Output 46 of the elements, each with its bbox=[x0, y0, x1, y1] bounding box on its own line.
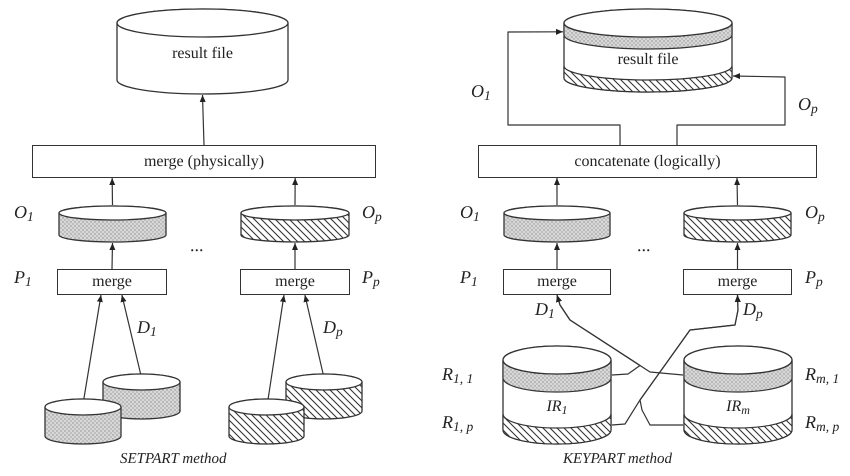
process-box bbox=[32, 145, 376, 178]
edge-label: D$_{1}$ bbox=[136, 318, 158, 336]
side-label: R$_{1, 1}$ bbox=[442, 365, 474, 383]
arrow bbox=[109, 178, 116, 205]
cylinder-label: result file bbox=[616, 52, 680, 68]
arrow bbox=[554, 243, 560, 269]
arrow bbox=[200, 94, 206, 146]
arrow bbox=[292, 178, 298, 205]
arrow bbox=[639, 294, 741, 426]
side-label: O$_{1}$ bbox=[14, 203, 34, 221]
cylinder-label: IR$_{1}$ bbox=[545, 399, 569, 415]
side-label: P$_{1}$ bbox=[14, 268, 32, 286]
box-label: merge (physically) bbox=[144, 154, 264, 170]
arrow bbox=[734, 178, 740, 206]
ellipsis-label: ... bbox=[190, 236, 204, 254]
arrow bbox=[507, 28, 621, 145]
figure-caption: KEYPART method bbox=[563, 452, 672, 467]
box-label: merge bbox=[275, 274, 315, 290]
arrow bbox=[109, 242, 116, 270]
box-label: merge bbox=[537, 274, 577, 290]
arrow bbox=[267, 294, 286, 400]
box-label: merge bbox=[92, 274, 132, 290]
arrow bbox=[554, 178, 560, 205]
process-box bbox=[57, 269, 167, 295]
process-box bbox=[240, 269, 350, 295]
process-box bbox=[503, 269, 611, 295]
side-label: P$_{1}$ bbox=[460, 268, 478, 286]
box-label: merge bbox=[718, 274, 758, 290]
arrow bbox=[83, 294, 103, 400]
ellipsis-label: ... bbox=[637, 236, 650, 254]
side-label: O$_{1}$ bbox=[460, 203, 480, 221]
box-label: concatenate (logically) bbox=[574, 154, 721, 170]
edge-label: D$_{1}$ bbox=[534, 300, 556, 318]
arrow bbox=[734, 243, 740, 269]
process-box bbox=[478, 145, 817, 178]
process-box bbox=[683, 269, 792, 295]
side-label: R$_{m, 1}$ bbox=[805, 365, 840, 383]
edge-label: O$_{1}$ bbox=[470, 82, 492, 100]
arrow bbox=[292, 243, 298, 269]
arrow bbox=[304, 294, 324, 375]
arrow bbox=[120, 294, 142, 375]
arrow bbox=[676, 73, 786, 145]
arrow bbox=[556, 294, 684, 376]
figure-caption: SETPART method bbox=[120, 452, 227, 467]
cylinder-label: result file bbox=[171, 46, 234, 62]
cylinder-label: IR$_{m}$ bbox=[725, 399, 751, 415]
